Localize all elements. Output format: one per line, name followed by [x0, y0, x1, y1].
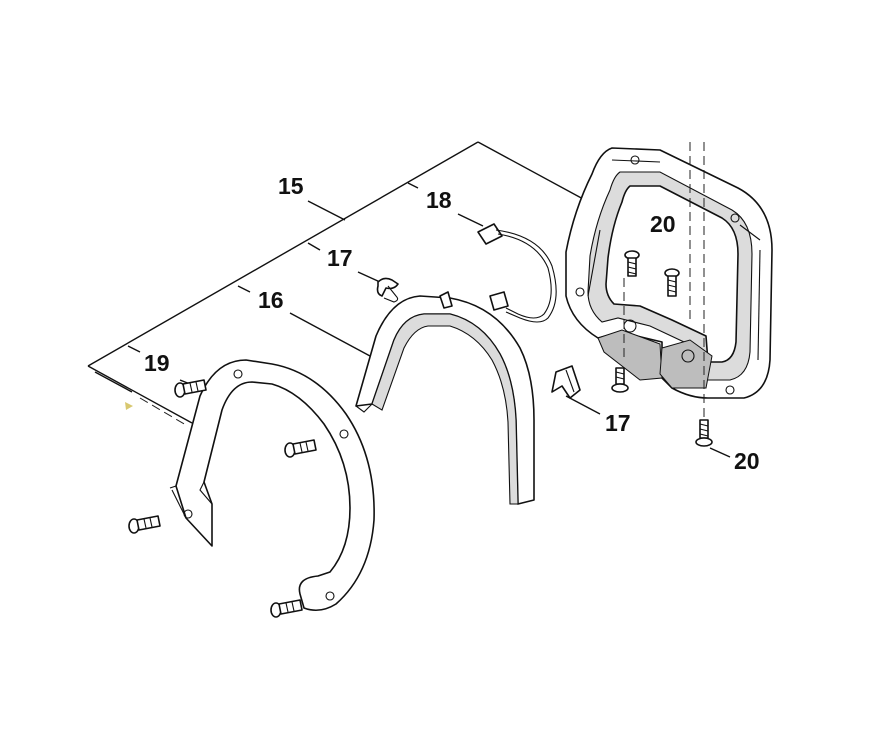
- front-handle-bar-16: [355, 291, 535, 505]
- wire-harness-18: [477, 223, 557, 323]
- callout-20-lower: 20: [734, 448, 760, 474]
- screw-19-left: [128, 515, 161, 534]
- callout-20-upper: 20: [650, 211, 676, 237]
- screw-19-top: [174, 379, 207, 398]
- callout-18: 18: [426, 187, 452, 213]
- screw-20-lower-right: [695, 419, 713, 447]
- callout-17-lower: 17: [605, 410, 631, 436]
- reference-mark: [125, 402, 133, 410]
- clip-17-upper: [376, 277, 399, 303]
- callout-19: 19: [144, 350, 170, 376]
- screw-20-lower-left: [611, 367, 629, 393]
- callout-16: 16: [258, 287, 284, 313]
- callout-17-upper: 17: [327, 245, 353, 271]
- front-guard-19: [169, 359, 375, 612]
- screw-20-upper-right: [664, 268, 680, 297]
- screw-19-middle: [284, 439, 317, 458]
- screw-20-upper-left: [624, 250, 640, 277]
- assembly-bracket-lines: [87, 141, 586, 426]
- screw-19-bottom: [270, 599, 303, 618]
- clip-17-lower: [551, 365, 581, 399]
- callout-15: 15: [278, 173, 304, 199]
- mounting-axis-lines: [623, 142, 705, 420]
